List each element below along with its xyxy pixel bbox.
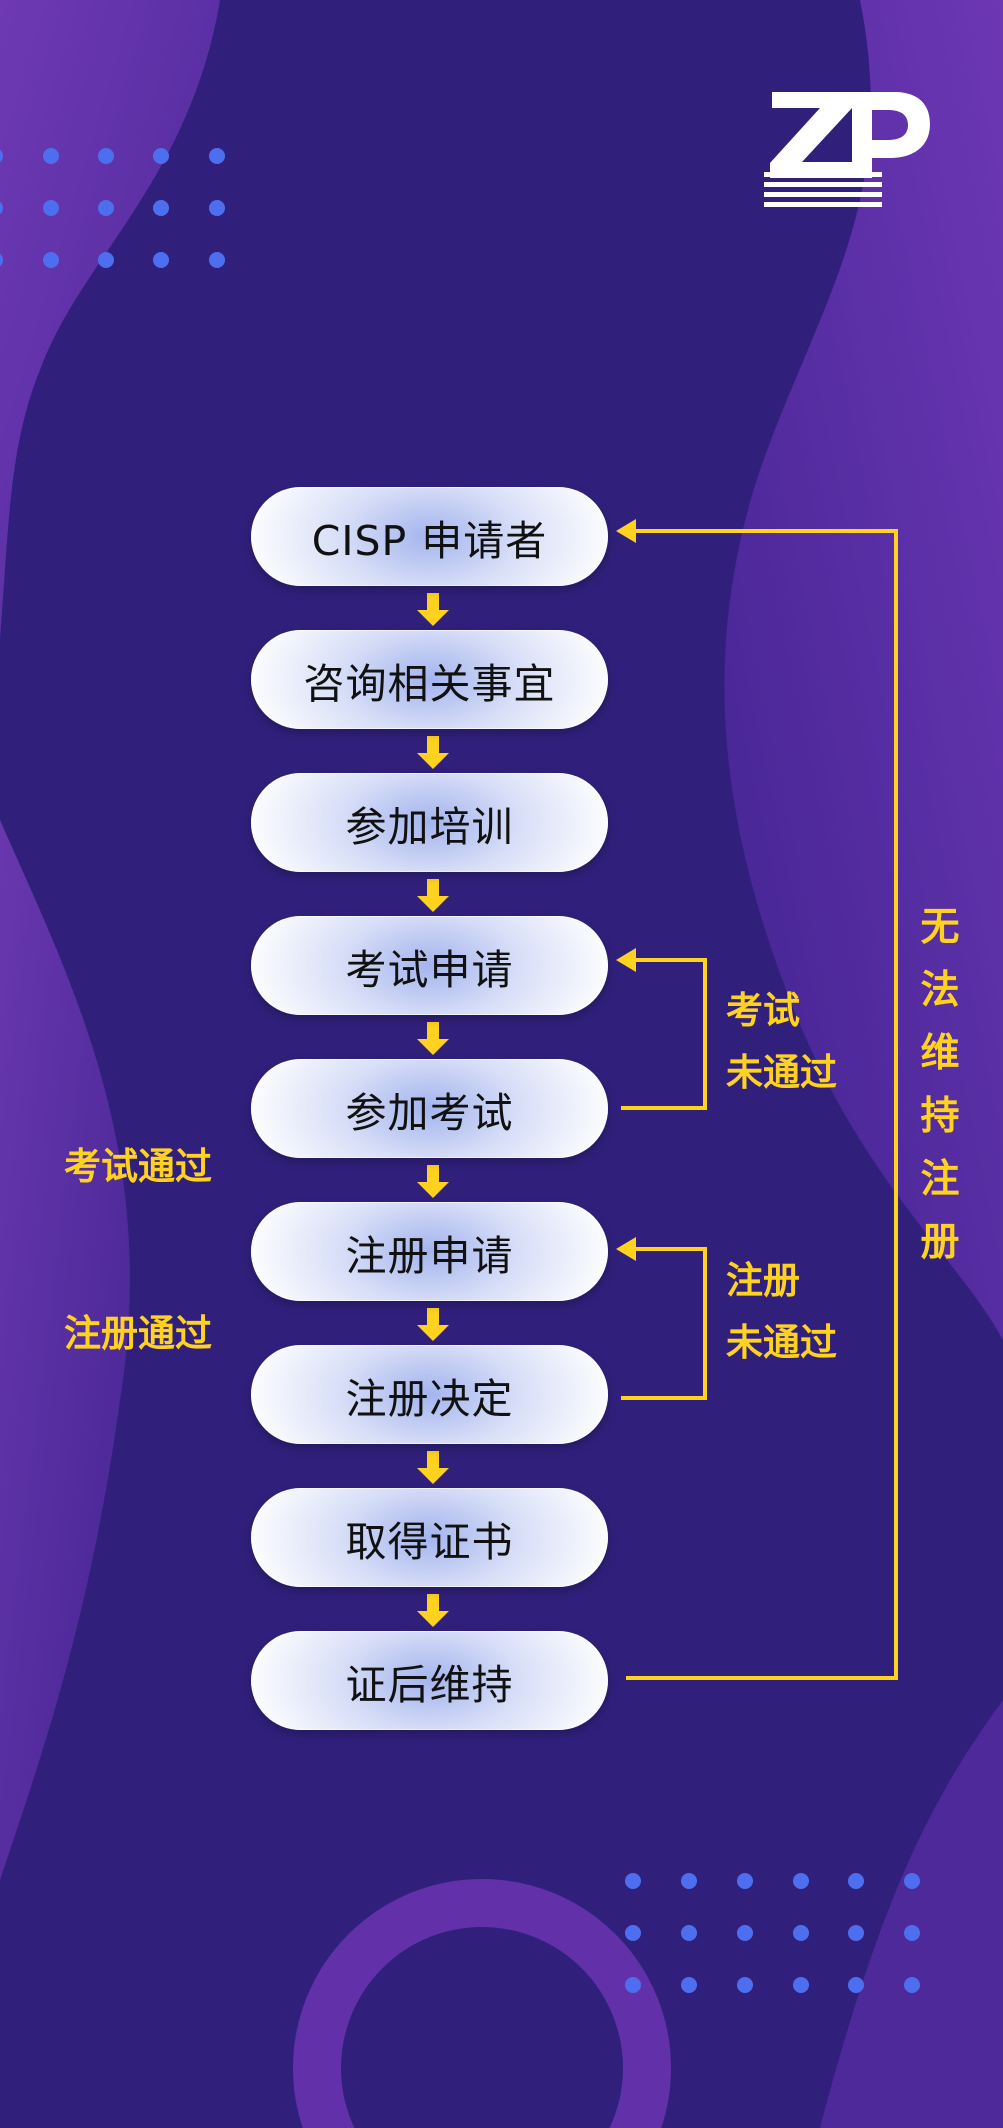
- down-arrow-icon: [417, 1594, 449, 1627]
- flow-step-label: 参加培训: [345, 802, 514, 851]
- register-fail-note-line: 注册: [726, 1259, 800, 1302]
- cannot-maintain-note: 无 法 维 持 注 册: [915, 896, 965, 1274]
- feedback-loops: [621, 529, 898, 1680]
- cannot-maintain-char: 法: [920, 968, 960, 1013]
- down-arrow-icon: [417, 1451, 449, 1484]
- exam-fail-loop: [621, 958, 707, 1110]
- exam-fail-note-line: 未通过: [726, 1051, 837, 1094]
- flow-step-label: 考试申请: [345, 945, 514, 994]
- flow-step-label: 咨询相关事宜: [303, 659, 556, 708]
- left-arrow-icon: [616, 948, 636, 972]
- flow-step-post-maintenance: 证后维持: [251, 1631, 608, 1730]
- flow-step-register-application: 注册申请: [251, 1202, 608, 1301]
- cannot-maintain-char: 无: [920, 905, 960, 950]
- flow-step-register-decision: 注册决定: [251, 1345, 608, 1444]
- down-arrow-icon: [417, 879, 449, 912]
- flow-step-label: 注册申请: [345, 1231, 514, 1280]
- flow-step-label: 参加考试: [345, 1088, 514, 1137]
- left-arrow-icon: [616, 1237, 636, 1261]
- down-arrow-icon: [417, 593, 449, 626]
- down-arrows: [417, 593, 449, 1627]
- flow-step-label: 注册决定: [345, 1374, 514, 1423]
- down-arrow-icon: [417, 1308, 449, 1341]
- maintain-fail-loop: [626, 529, 898, 1680]
- flow-step-take-exam: 参加考试: [251, 1059, 608, 1158]
- flow-step-cisp-applicant: CISP 申请者: [251, 487, 608, 586]
- left-arrow-icon: [616, 519, 636, 543]
- down-arrow-icon: [417, 1022, 449, 1055]
- cannot-maintain-char: 持: [920, 1094, 960, 1139]
- flow-step-get-certificate: 取得证书: [251, 1488, 608, 1587]
- dot-grid-bottom-right: [625, 1873, 920, 1993]
- exam-pass-note: 考试通过: [64, 1145, 212, 1188]
- register-fail-note-line: 未通过: [726, 1321, 837, 1364]
- down-arrow-icon: [417, 1165, 449, 1198]
- flow-step-label: 证后维持: [345, 1660, 514, 1709]
- down-arrow-icon: [417, 736, 449, 769]
- flow-step-consult: 咨询相关事宜: [251, 630, 608, 729]
- exam-fail-note: 考试 未通过: [726, 980, 837, 1104]
- cannot-maintain-char: 维: [920, 1031, 960, 1076]
- zp-logo-icon: [764, 92, 930, 207]
- cannot-maintain-char: 注: [920, 1157, 960, 1202]
- register-fail-loop: [621, 1247, 707, 1400]
- flow-step-label: 取得证书: [345, 1517, 514, 1566]
- flow-step-exam-application: 考试申请: [251, 916, 608, 1015]
- flow-step-training: 参加培训: [251, 773, 608, 872]
- loop-arrowheads: [616, 519, 636, 1261]
- flow-step-label: CISP 申请者: [311, 516, 548, 565]
- register-pass-note: 注册通过: [64, 1312, 212, 1355]
- cannot-maintain-char: 册: [920, 1220, 960, 1265]
- dot-grid-top-left: [0, 148, 225, 268]
- register-fail-note: 注册 未通过: [726, 1250, 837, 1374]
- exam-fail-note-line: 考试: [726, 989, 800, 1032]
